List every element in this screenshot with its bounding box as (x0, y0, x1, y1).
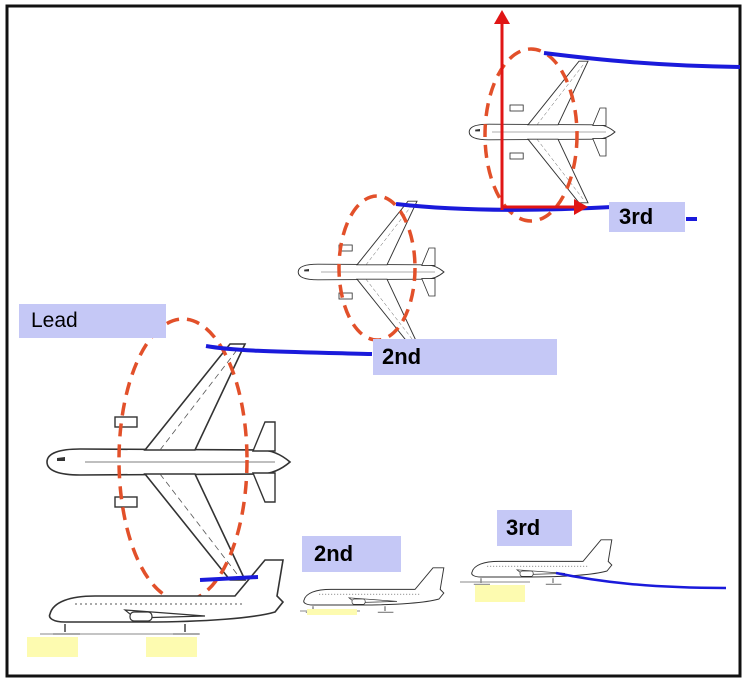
label-side-third: 3rd (497, 510, 572, 546)
third-wake-ellipse (483, 47, 579, 223)
label-side-second: 2nd (302, 536, 401, 572)
lead-side-vortex-line (199, 575, 259, 582)
lead-vortex-line (205, 344, 373, 356)
label-side-third-text: 3rd (506, 515, 541, 540)
third-side-vortex-line (555, 571, 727, 590)
second-aircraft-side-view-icon (303, 567, 445, 613)
third-aircraft-top-view-icon (468, 60, 616, 204)
lead-wake-ellipse (117, 317, 249, 603)
label-top-second: 2nd (373, 339, 557, 375)
label-lead: Lead (19, 304, 166, 338)
ground-marker-lead-main (146, 637, 197, 657)
ground-marker-third (475, 585, 525, 602)
third-aircraft-side-view-icon (471, 539, 613, 585)
lead-aircraft-top-view-icon (46, 343, 291, 581)
third-vortex-line (543, 51, 741, 69)
second-aircraft-top-view-icon (297, 200, 445, 344)
label-top-third-text: 3rd (619, 204, 654, 229)
label-lead-text: Lead (31, 309, 78, 332)
label-top-second-text: 2nd (382, 344, 422, 369)
coordinate-axes (494, 10, 588, 215)
frame-border (5, 4, 742, 678)
ground-marker-lead-nose (27, 637, 78, 657)
lead-aircraft-side-view-icon (48, 559, 284, 635)
label-side-second-text: 2nd (314, 541, 354, 566)
label-top-third: 3rd (609, 202, 685, 232)
ground-marker-second (307, 609, 357, 615)
